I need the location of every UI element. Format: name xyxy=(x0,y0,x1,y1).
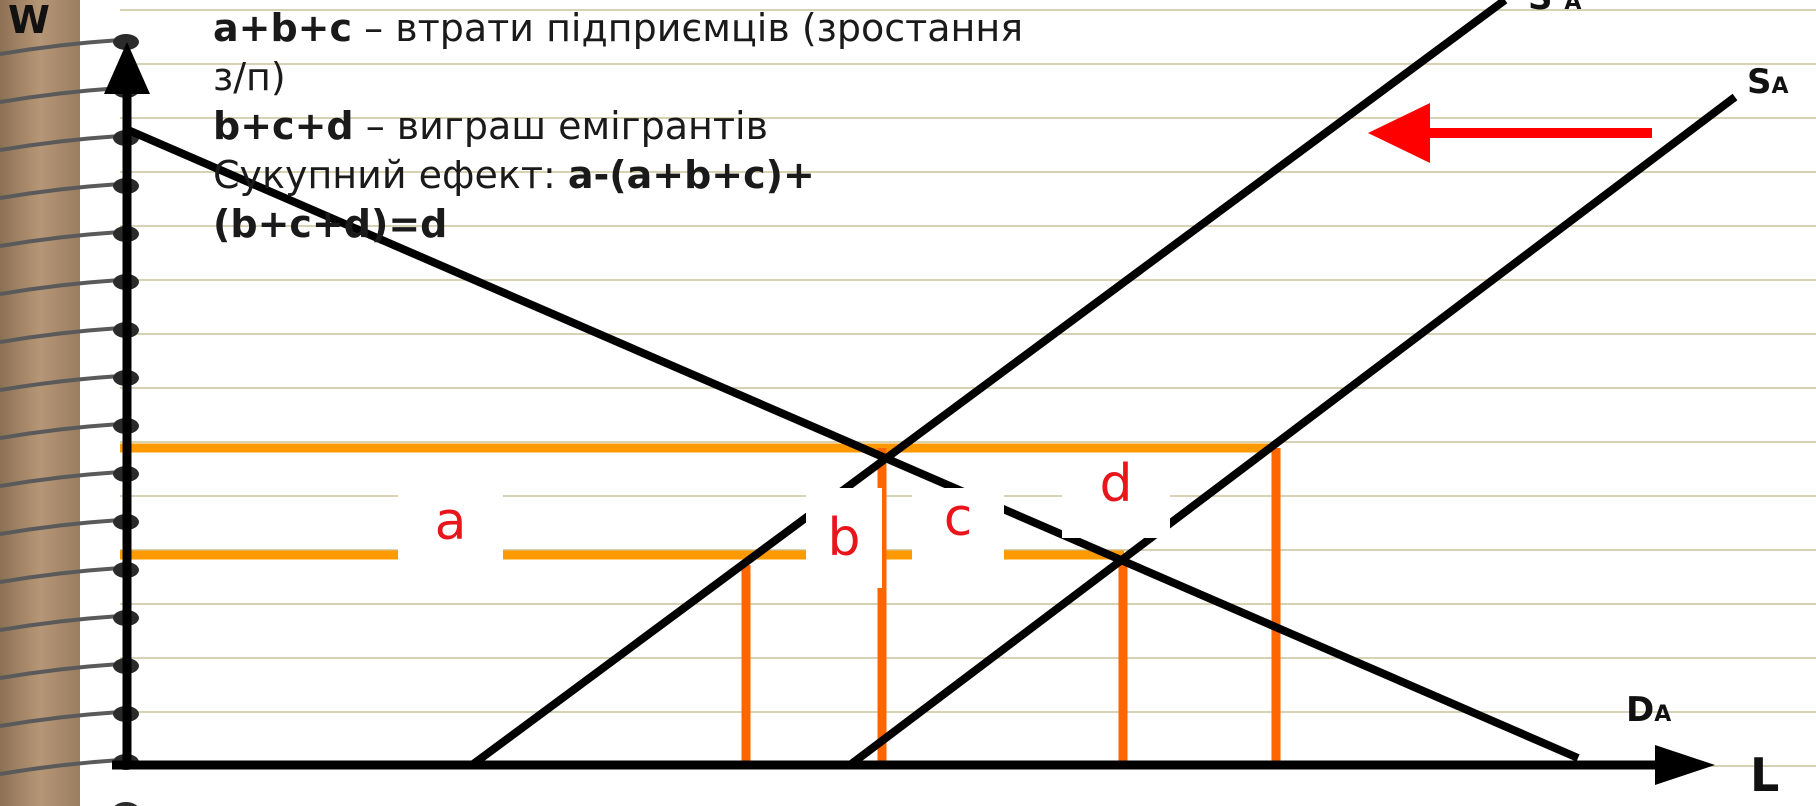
supply-old-label: SA xyxy=(1747,62,1789,102)
x-axis-label: L xyxy=(1750,748,1780,802)
text-line-5: (b+c+d)=d xyxy=(213,200,1213,249)
loss-description: – втрати підприємців (зростання xyxy=(352,6,1024,50)
spiral-wire xyxy=(0,182,121,200)
spiral-hole xyxy=(114,802,138,806)
total-effect-formula-part2: (b+c+d)=d xyxy=(213,202,448,246)
y-axis-arrowhead xyxy=(104,42,150,94)
supply-old-label-main: S xyxy=(1747,62,1772,102)
spiral-wire xyxy=(0,374,121,392)
supply-old-label-sub: A xyxy=(1771,74,1789,99)
demand-label: DA xyxy=(1626,690,1671,730)
text-line-4: Сукупний ефект: a-(a+b+c)+ xyxy=(213,151,1213,200)
text-line-3: b+c+d – виграш емігрантів xyxy=(213,102,1213,151)
spiral-wire xyxy=(0,518,121,536)
supply-new-label-main: S xyxy=(1528,0,1553,18)
area-label-c: c xyxy=(912,488,1004,560)
spiral-binding xyxy=(0,0,80,806)
x-axis-arrowhead xyxy=(1655,745,1715,785)
area-label-a: a xyxy=(398,492,503,560)
demand-label-main: D xyxy=(1626,690,1655,730)
spiral-wire xyxy=(0,710,121,728)
shift-arrow-head xyxy=(1368,103,1430,163)
explanation-text: a+b+c – втрати підприємців (зростання з/… xyxy=(213,4,1213,249)
spiral-wire xyxy=(0,326,121,344)
demand-label-sub: A xyxy=(1654,702,1672,727)
spiral-wire xyxy=(0,230,121,248)
spiral-hole xyxy=(113,34,139,50)
supply-new-label-sub: A xyxy=(1564,0,1582,15)
spiral-wire xyxy=(0,38,121,56)
gain-description: – виграш емігрантів xyxy=(353,104,768,148)
loss-formula: a+b+c xyxy=(213,6,353,50)
spiral-wire xyxy=(0,758,121,776)
area-label-b: b xyxy=(806,488,882,588)
area-label-d: d xyxy=(1062,454,1170,538)
spiral-wire xyxy=(0,614,121,632)
supply-curve-new xyxy=(469,0,1508,769)
spiral-wire xyxy=(0,662,121,680)
spiral-wire xyxy=(0,470,121,488)
total-effect-formula-part1: a-(a+b+c)+ xyxy=(567,153,815,197)
spiral-wire xyxy=(0,278,121,296)
spiral-wire xyxy=(0,134,121,152)
spiral-wire xyxy=(0,422,121,440)
demand-curve xyxy=(126,126,1580,762)
text-line-2: з/п) xyxy=(213,55,286,99)
supply-curve-old xyxy=(847,93,1738,769)
spiral-wire xyxy=(0,566,121,584)
y-axis-label: W xyxy=(8,0,50,42)
total-effect-label: Сукупний ефект: xyxy=(213,153,568,197)
supply-new-label: S A xyxy=(1528,0,1581,18)
text-line-1: a+b+c – втрати підприємців (зростання xyxy=(213,4,1213,53)
gain-formula: b+c+d xyxy=(213,104,354,148)
